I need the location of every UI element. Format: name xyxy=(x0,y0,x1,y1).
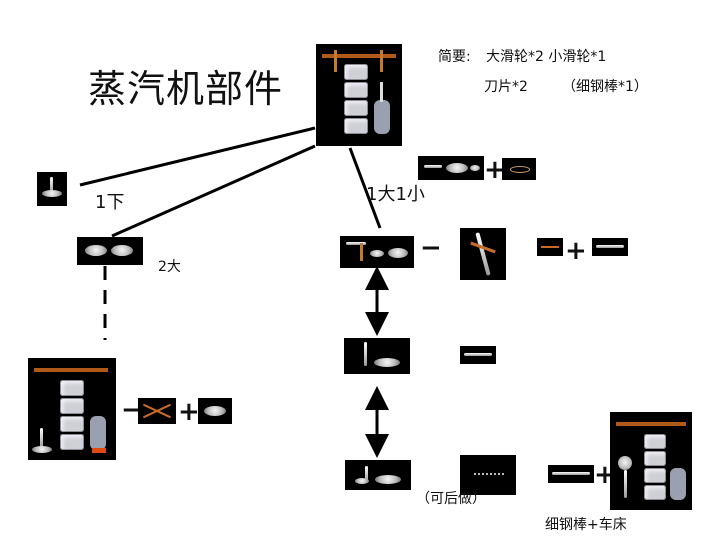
summary-line-1: 大滑轮*2 小滑轮*1 xyxy=(486,49,607,65)
summary-label: 简要: xyxy=(438,49,471,65)
pulley-assembly-icon xyxy=(340,236,414,268)
steel-rod-icon xyxy=(548,465,594,483)
summary-line-2a: 刀片*2 xyxy=(484,79,528,95)
operator-plus-1: + xyxy=(178,397,200,427)
steel-rod-icon xyxy=(460,346,496,364)
big-pulley-icon xyxy=(198,398,232,424)
page-title: 蒸汽机部件 xyxy=(88,67,284,111)
operator-minus-2: − xyxy=(420,233,442,263)
label-steel-rod-lathe: 细钢棒+车床 xyxy=(545,517,627,533)
operator-minus-1: − xyxy=(121,395,143,425)
big-pulley-icon xyxy=(77,237,143,265)
small-pulley-icon xyxy=(37,172,67,206)
steam-engine-assembled-icon xyxy=(28,358,116,460)
operator-plus-3: + xyxy=(565,236,587,266)
pulley-assembly-icon xyxy=(345,460,411,490)
label-one-big-one-small: 1大1小 xyxy=(366,184,425,205)
big-pulley-icon xyxy=(418,156,484,180)
steel-rod-icon xyxy=(460,455,516,495)
link-engine-to-big xyxy=(111,144,316,238)
label-two-big: 2大 xyxy=(158,259,181,275)
operator-plus-2: + xyxy=(484,155,506,185)
label-later: （可后做） xyxy=(416,491,486,507)
link-engine-to-branch xyxy=(348,147,382,229)
blade-icon xyxy=(537,238,563,256)
link-engine-to-small xyxy=(79,126,316,187)
shaft-with-blade-icon xyxy=(460,228,506,280)
steel-rod-icon xyxy=(592,238,628,256)
label-one-small: 1下 xyxy=(95,192,125,213)
lathe-icon xyxy=(610,412,692,510)
steam-engine-icon xyxy=(316,44,402,146)
small-pulley-icon xyxy=(502,158,536,180)
summary-line-2b: （细钢棒*1） xyxy=(562,79,648,95)
pulley-assembly-icon xyxy=(344,338,410,374)
blade-icon xyxy=(138,398,176,424)
